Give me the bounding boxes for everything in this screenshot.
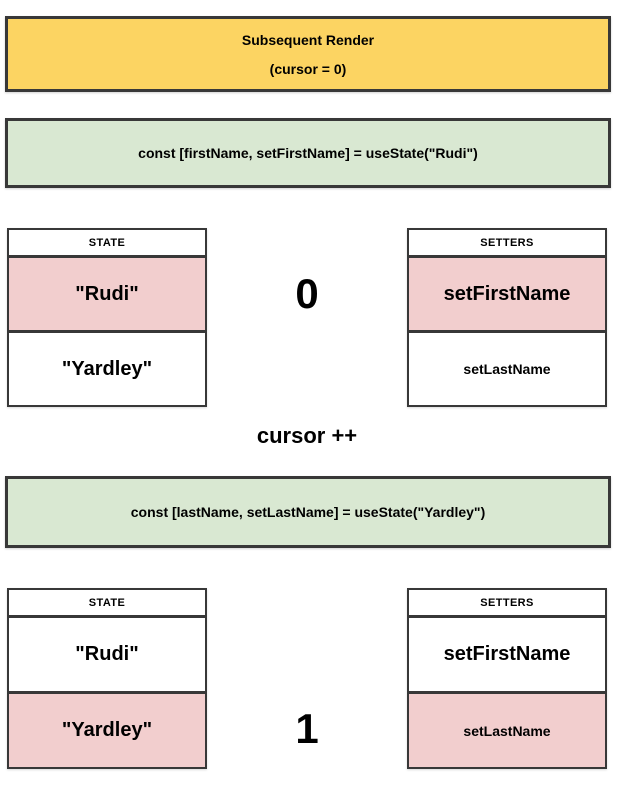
state-table-2-row-0: "Rudi" xyxy=(9,618,205,691)
usestate-call-box-1: const [firstName, setFirstName] = useSta… xyxy=(5,118,611,188)
setters-table-1: SETTERS setFirstName setLastName xyxy=(407,228,607,407)
state-table-1-header: STATE xyxy=(9,230,205,258)
setters-table-2: SETTERS setFirstName setLastName xyxy=(407,588,607,769)
setters-table-1-row-0: setFirstName xyxy=(409,258,605,330)
render-box-title: Subsequent Render xyxy=(241,31,375,48)
state-table-1: STATE "Rudi" "Yardley" xyxy=(7,228,207,407)
subsequent-render-box: Subsequent Render (cursor = 0) xyxy=(5,16,611,92)
state-table-1-row-1: "Yardley" xyxy=(9,330,205,405)
setters-table-2-row-0: setFirstName xyxy=(409,618,605,691)
state-table-2: STATE "Rudi" "Yardley" xyxy=(7,588,207,769)
setters-table-2-header: SETTERS xyxy=(409,590,605,618)
state-table-1-row-0: "Rudi" xyxy=(9,258,205,330)
usestate-call-code-1: const [firstName, setFirstName] = useSta… xyxy=(138,145,478,161)
setters-table-1-header: SETTERS xyxy=(409,230,605,258)
setters-table-2-row-1: setLastName xyxy=(409,691,605,767)
cursor-value-display-1: 0 xyxy=(295,270,319,317)
usestate-call-code-2: const [lastName, setLastName] = useState… xyxy=(130,504,486,520)
render-box-cursor-note: (cursor = 0) xyxy=(269,60,347,77)
usestate-call-box-2: const [lastName, setLastName] = useState… xyxy=(5,476,611,548)
cursor-value-display-2: 1 xyxy=(295,705,319,752)
cursor-increment-label: cursor ++ xyxy=(256,423,358,448)
setters-table-1-row-1: setLastName xyxy=(409,330,605,405)
state-table-2-header: STATE xyxy=(9,590,205,618)
state-table-2-row-1: "Yardley" xyxy=(9,691,205,767)
